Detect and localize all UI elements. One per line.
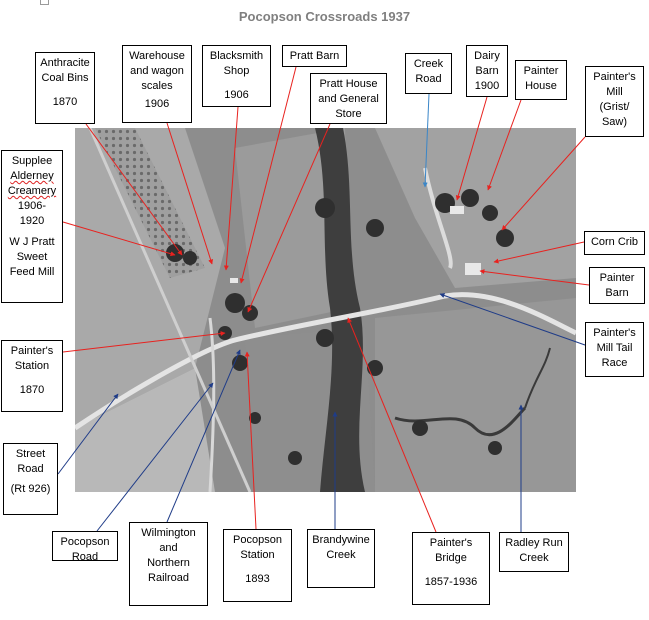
leader-street-road [57, 393, 119, 475]
label-warehouse-wagon-scales: Warehouse and wagon scales 1906 [122, 45, 192, 123]
label-painters-mill-tail-race: Painter's Mill Tail Race [585, 322, 644, 377]
label-painter-barn: Painter Barn [589, 267, 645, 304]
leader-wilmington [166, 349, 241, 523]
label-painters-bridge: Painter's Bridge 1857-1936 [412, 532, 490, 605]
leader-painters-mill [501, 136, 586, 231]
label-pocopson-road: Pocopson Road [52, 531, 118, 561]
leader-creek-road [422, 93, 430, 188]
leader-pratt-barn [239, 66, 297, 284]
leader-painters-bridge [347, 317, 437, 533]
leader-supplee [62, 221, 176, 257]
label-wilmington-northern-railroad: Wilmington and Northern Railroad [129, 522, 208, 606]
label-supplee-creamery: Supplee Alderney Creamery 1906- 1920 W J… [1, 150, 63, 303]
label-anthracite-coal-bins: Anthracite Coal Bins 1870 [35, 52, 95, 124]
label-dairy-barn: Dairy Barn 1900 [466, 45, 508, 97]
label-pocopson-station: Pocopson Station 1893 [223, 529, 292, 602]
leader-dairy-barn [455, 96, 488, 201]
page-title: Pocopson Crossroads 1937 [238, 9, 411, 24]
leader-painters-station [62, 331, 226, 353]
leader-blacksmith [223, 106, 239, 271]
label-brandywine-creek: Brandywine Creek [307, 529, 375, 588]
leader-tail-race [439, 293, 586, 346]
label-street-road: Street Road (Rt 926) [3, 443, 58, 515]
leader-pocopson-station [244, 351, 257, 530]
leader-painter-barn [479, 269, 590, 286]
leader-corn-crib [493, 241, 585, 264]
label-blacksmith-shop: Blacksmith Shop 1906 [202, 45, 271, 107]
leader-warehouse [166, 122, 214, 265]
label-painter-house: Painter House [515, 60, 567, 100]
leader-painter-house [487, 99, 522, 191]
leader-pratt-house [247, 123, 331, 313]
leader-anthracite [85, 123, 183, 256]
label-painters-station: Painter's Station 1870 [1, 340, 63, 412]
corner-mark [40, 0, 49, 5]
aerial-photo [75, 128, 576, 492]
leader-pocopson-road [96, 382, 214, 532]
label-creek-road: Creek Road [405, 53, 452, 94]
aerial-photo-drawing [75, 128, 576, 492]
label-pratt-house-general-store: Pratt House and General Store [310, 73, 387, 124]
label-radley-run-creek: Radley Run Creek [499, 532, 569, 572]
label-corn-crib: Corn Crib [584, 231, 645, 255]
label-painters-mill: Painter's Mill (Grist/ Saw) [585, 66, 644, 137]
label-pratt-barn: Pratt Barn [282, 45, 347, 67]
